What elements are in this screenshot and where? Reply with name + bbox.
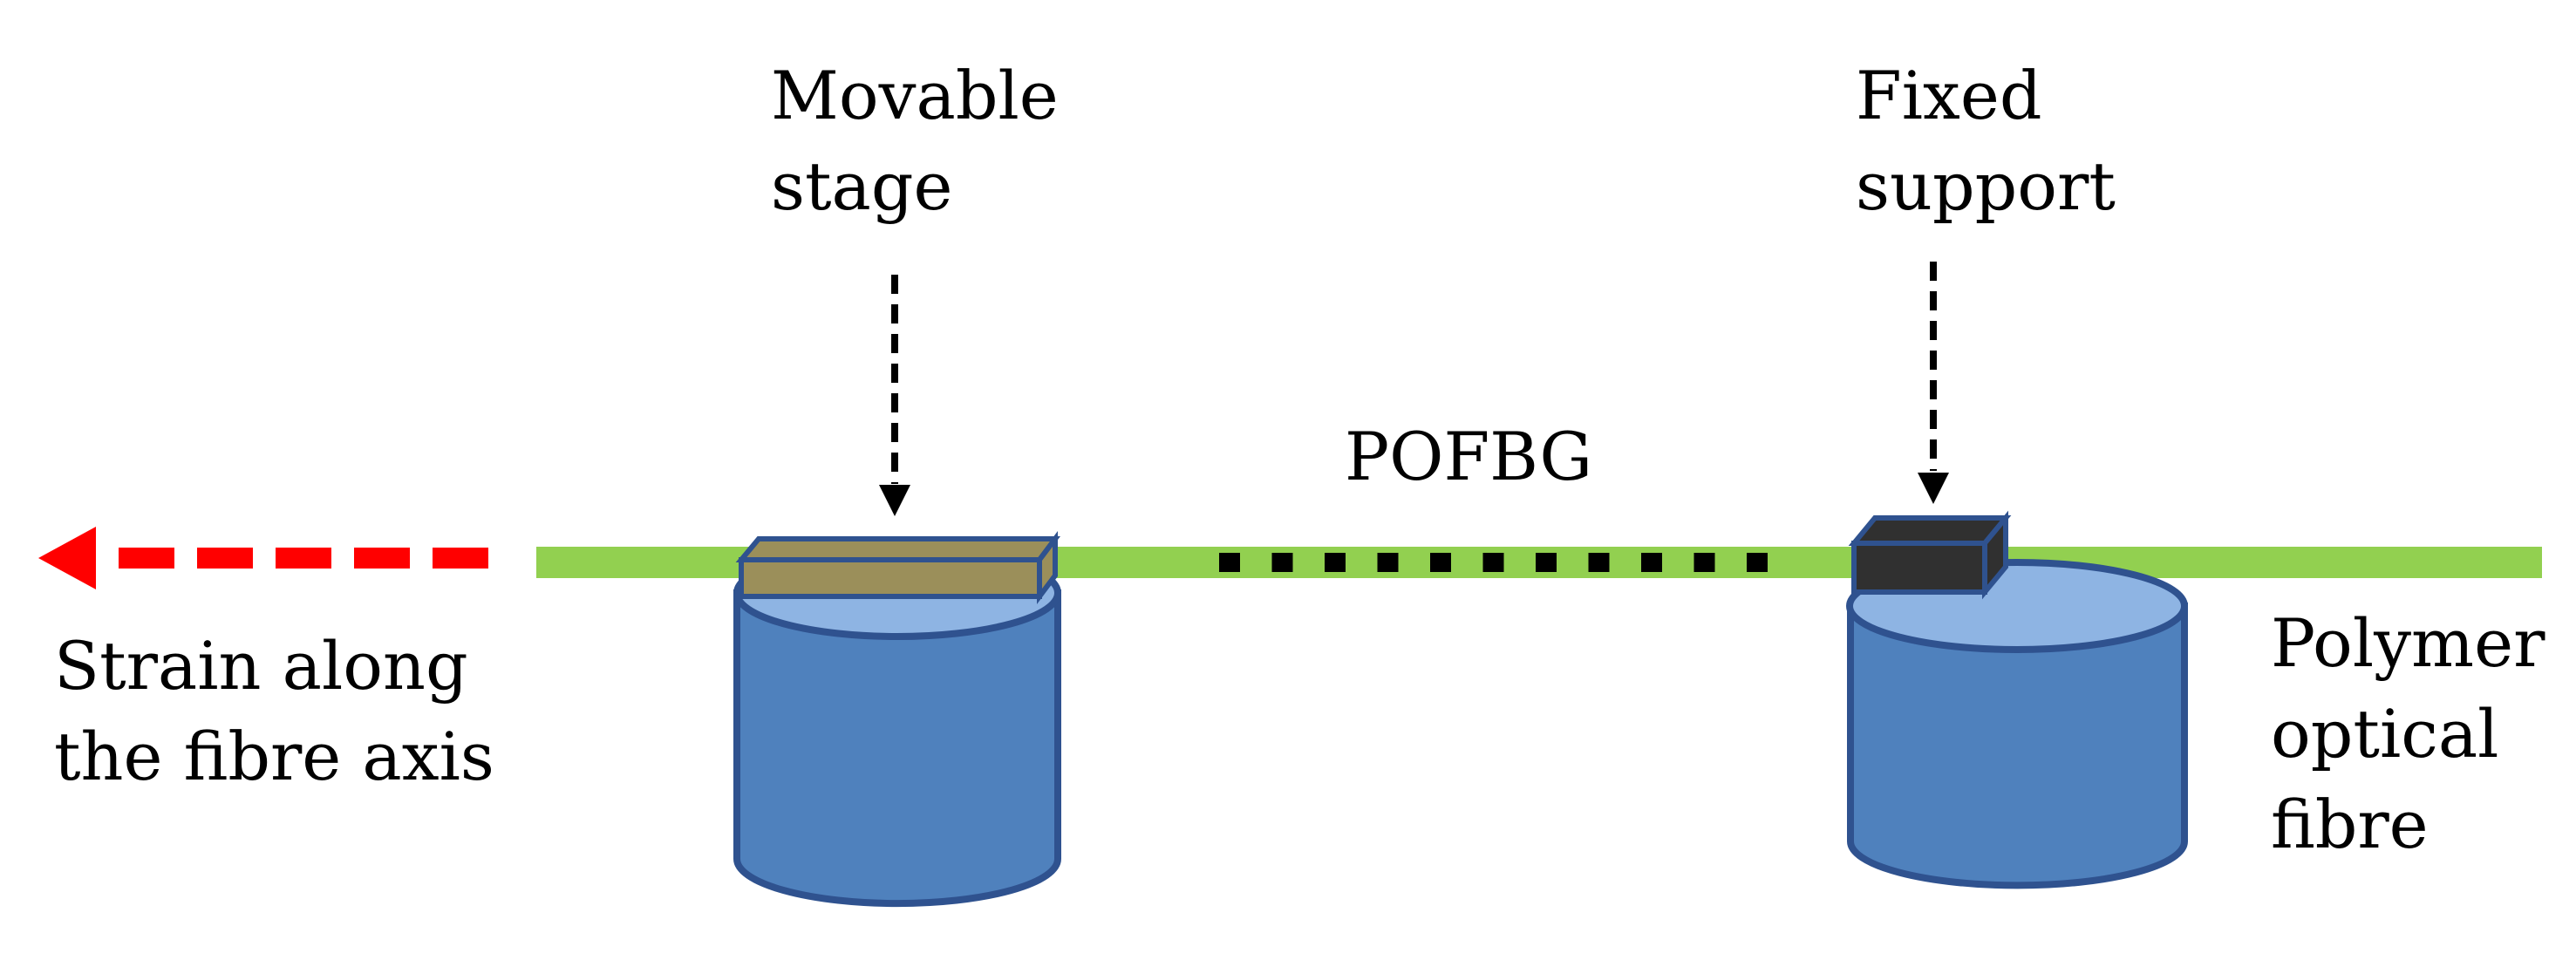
movable-stage-label: Movable stage [771,51,1059,232]
movable-stage-block [735,531,1060,604]
polymer-fibre-label-line-3: fibre [2271,786,2429,863]
movable-stage-cylinder [733,546,1061,908]
grating-mark [1747,553,1768,572]
fixed-support-cylinder [1846,559,2188,889]
strain-label-line-1: Strain along [54,627,468,705]
movable-stage-label-line-2: stage [771,147,953,225]
grating-mark [1482,553,1504,572]
grating-mark [1377,553,1399,572]
fixed-support-label: Fixed support [1856,51,2116,232]
pofbg-label: POFBG [1345,418,1593,495]
grating-mark [1588,553,1610,572]
fixed-support-label-line-1: Fixed [1856,57,2042,134]
strain-label: Strain along the fibre axis [54,621,494,802]
strain-arrow-icon [38,527,488,589]
grating-mark [1271,553,1293,572]
polymer-fibre-label-line-2: optical [2271,695,2499,773]
polymer-fibre-label: Polymer optical fibre [2271,598,2545,870]
fixed-support-block [1848,510,2012,600]
movable-stage-pointer-arrow-icon [879,275,910,516]
grating-mark [1430,553,1451,572]
fixed-support-pointer-arrow-icon [1918,262,1949,504]
grating-mark [1219,553,1240,572]
strain-label-line-2: the fibre axis [54,718,494,795]
movable-stage-label-line-1: Movable [771,57,1059,134]
fixed-support-label-line-2: support [1856,147,2116,225]
grating-mark [1536,553,1557,572]
pofbg-grating [1219,553,1768,572]
grating-mark [1325,553,1346,572]
polymer-fibre-label-line-1: Polymer [2271,604,2545,682]
grating-mark [1641,553,1662,572]
grating-mark [1693,553,1715,572]
